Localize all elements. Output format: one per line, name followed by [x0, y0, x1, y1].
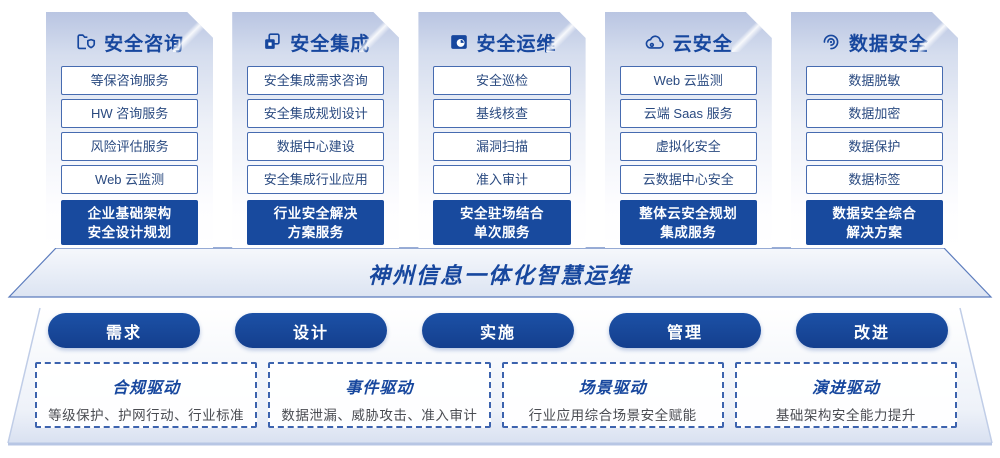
service-item: Web 云监测 [61, 165, 198, 194]
step-pill-design: 设计 [235, 313, 387, 348]
driver-title: 合规驱动 [112, 380, 181, 397]
service-item: 安全集成行业应用 [247, 165, 384, 194]
driver-title: 演进驱动 [811, 380, 880, 397]
panel-cloud-security: 云安全 Web 云监测 云端 Saas 服务 虚拟化安全 云数据中心安全 整体云… [605, 12, 772, 248]
driver-scenario: 场景驱动 行业应用综合场景安全赋能 [501, 362, 724, 428]
driver-desc: 等级保护、护网行动、行业标准 [48, 408, 245, 423]
banner-title: 神州信息一体化智慧运维 [367, 263, 632, 288]
driver-desc: 行业应用综合场景安全赋能 [528, 408, 697, 423]
panel-security-integration: 安全集成 安全集成需求咨询 安全集成规划设计 数据中心建设 安全集成行业应用 行… [232, 12, 399, 248]
service-list: 安全集成需求咨询 安全集成规划设计 数据中心建设 安全集成行业应用 [247, 66, 384, 194]
highlight-line: 安全驻场结合 [460, 205, 544, 221]
step-pill-improvement: 改进 [796, 313, 948, 348]
category-panels-row: 安全咨询 等保咨询服务 HW 咨询服务 风险评估服务 Web 云监测 企业基础架… [46, 12, 958, 248]
service-item: 漏洞扫描 [433, 132, 570, 161]
highlight-line: 数据安全综合 [832, 205, 917, 221]
service-item: 云数据中心安全 [620, 165, 757, 194]
drivers-row: 合规驱动 等级保护、护网行动、行业标准 事件驱动 数据泄漏、威胁攻击、准入审计 … [35, 362, 957, 428]
service-item: 安全集成需求咨询 [247, 66, 384, 95]
highlight-line: 安全设计规划 [87, 224, 172, 240]
highlight-service: 企业基础架构 安全设计规划 [61, 200, 198, 245]
panel-title: 云安全 [672, 33, 733, 55]
panel-title: 安全集成 [290, 33, 371, 55]
panel-header: 数据安全 [806, 29, 943, 55]
copy-icon [261, 31, 283, 53]
service-list: 安全巡检 基线核查 漏洞扫描 准入审计 [433, 66, 570, 194]
panel-header: 安全运维 [433, 29, 570, 55]
driver-desc: 数据泄漏、威胁攻击、准入审计 [281, 408, 478, 423]
service-item: 安全巡检 [433, 66, 570, 95]
highlight-line: 行业安全解决 [273, 205, 358, 221]
driver-compliance: 合规驱动 等级保护、护网行动、行业标准 [35, 362, 258, 428]
service-item: HW 咨询服务 [61, 99, 198, 128]
service-item: 数据加密 [806, 99, 943, 128]
driver-title: 场景驱动 [578, 380, 647, 397]
panel-data-security: 数据安全 数据脱敏 数据加密 数据保护 数据标签 数据安全综合 解决方案 [791, 12, 958, 248]
panel-title: 数据安全 [848, 33, 929, 55]
service-item: 安全集成规划设计 [247, 99, 384, 128]
driver-incident: 事件驱动 数据泄漏、威胁攻击、准入审计 [268, 362, 491, 428]
driver-title: 事件驱动 [345, 380, 414, 397]
panel-header: 云安全 [620, 29, 757, 55]
highlight-line: 解决方案 [846, 224, 903, 240]
step-pill-requirement: 需求 [48, 313, 200, 348]
panel-header: 安全集成 [247, 29, 384, 55]
highlight-line: 单次服务 [474, 224, 530, 240]
highlight-line: 集成服务 [660, 224, 717, 240]
service-item: 数据脱敏 [806, 66, 943, 95]
highlight-service: 行业安全解决 方案服务 [247, 200, 384, 245]
service-item: 等保咨询服务 [61, 66, 198, 95]
service-list: Web 云监测 云端 Saas 服务 虚拟化安全 云数据中心安全 [620, 66, 757, 194]
folder-clock-icon [448, 31, 470, 53]
panel-security-consulting: 安全咨询 等保咨询服务 HW 咨询服务 风险评估服务 Web 云监测 企业基础架… [46, 12, 213, 248]
service-item: 数据中心建设 [247, 132, 384, 161]
service-list: 等保咨询服务 HW 咨询服务 风险评估服务 Web 云监测 [61, 66, 198, 194]
folder-shield-icon [75, 31, 97, 53]
service-item: Web 云监测 [620, 66, 757, 95]
service-item: 数据标签 [806, 165, 943, 194]
highlight-service: 整体云安全规划 集成服务 [620, 200, 757, 245]
panel-title: 安全运维 [476, 33, 557, 55]
cloud-icon [644, 31, 666, 53]
process-steps-row: 需求 设计 实施 管理 改进 [48, 313, 948, 348]
fingerprint-icon [820, 31, 842, 53]
service-item: 风险评估服务 [61, 132, 198, 161]
panel-security-operations: 安全运维 安全巡检 基线核查 漏洞扫描 准入审计 安全驻场结合 单次服务 [418, 12, 585, 248]
highlight-line: 企业基础架构 [87, 205, 172, 221]
driver-evolution: 演进驱动 基础架构安全能力提升 [734, 362, 957, 428]
highlight-service: 数据安全综合 解决方案 [806, 200, 943, 245]
step-pill-management: 管理 [609, 313, 761, 348]
highlight-line: 方案服务 [287, 224, 344, 240]
service-item: 云端 Saas 服务 [620, 99, 757, 128]
service-item: 准入审计 [433, 165, 570, 194]
banner-trapezoid [7, 247, 993, 298]
highlight-service: 安全驻场结合 单次服务 [433, 200, 570, 245]
step-pill-implementation: 实施 [422, 313, 574, 348]
service-item: 虚拟化安全 [620, 132, 757, 161]
service-item: 基线核查 [433, 99, 570, 128]
driver-desc: 基础架构安全能力提升 [775, 408, 916, 423]
panel-title: 安全咨询 [104, 33, 185, 55]
highlight-line: 整体云安全规划 [639, 205, 738, 221]
panel-header: 安全咨询 [61, 29, 198, 55]
service-item: 数据保护 [806, 132, 943, 161]
service-list: 数据脱敏 数据加密 数据保护 数据标签 [806, 66, 943, 194]
